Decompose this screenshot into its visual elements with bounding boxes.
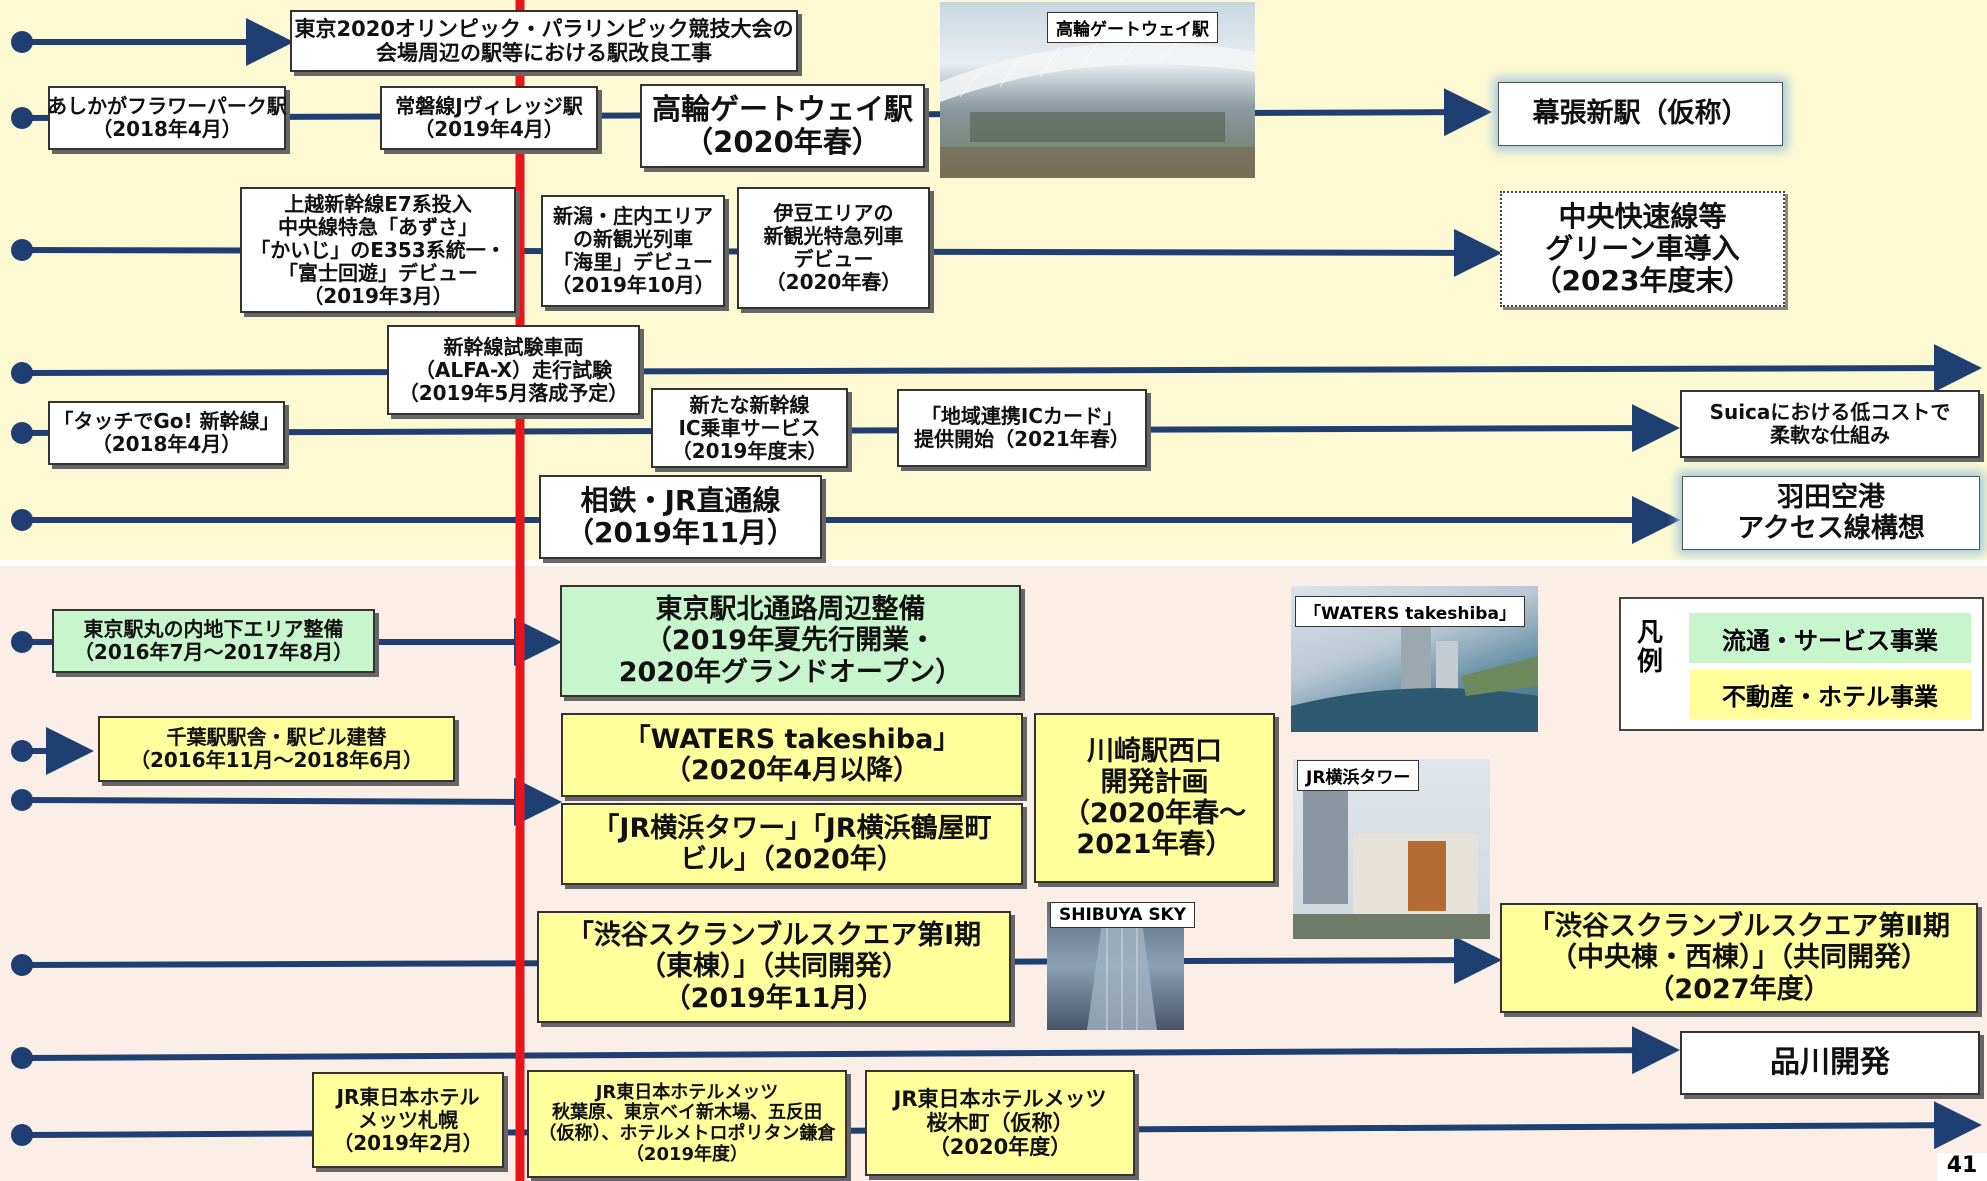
takanawa-image-caption: 高輪ゲートウェイ駅: [1047, 12, 1218, 43]
jvillage-station: 常磐線Jヴィレッジ駅（2019年4月）: [380, 86, 598, 150]
legend-title: 凡例: [1636, 618, 1663, 677]
haneda-access-line: 羽田空港アクセス線構想: [1682, 476, 1980, 550]
makuhari-new-station: 幕張新駅（仮称）: [1498, 82, 1783, 146]
suica-low-cost: Suicaにおける低コストで柔軟な仕組み: [1680, 390, 1980, 458]
jr-yokohama-tower: 「JR横浜タワー」「JR横浜鶴屋町ビル」（2020年）: [561, 803, 1023, 885]
izu-tourist-train: 伊豆エリアの新観光特急列車 デビュー（2020年春）: [737, 187, 930, 309]
waters-image-caption: 「WATERS takeshiba」: [1295, 596, 1525, 627]
mets-akihabara-kamakura: JR東日本ホテルメッツ秋葉原、東京ベイ新木場、五反田 （仮称）、ホテルメトロポリ…: [527, 1070, 847, 1178]
olympic-station-improvement: 東京2020オリンピック・パラリンピック競技大会の会場周辺の駅等における駅改良工…: [290, 10, 798, 72]
timeline-row-9: [21, 777, 562, 826]
waterfront-illustration: [1291, 626, 1538, 732]
skyscraper-illustration: [1087, 922, 1157, 1030]
niigata-kairi-train: 新潟・庄内エリアの新観光列車 「海里」デビュー（2019年10月）: [541, 195, 725, 307]
shinagawa-development: 品川開発: [1680, 1031, 1980, 1095]
tokyo-north-passage: 東京駅北通路周辺整備（2019年夏先行開業・ 2020年グランドオープン）: [560, 585, 1021, 697]
takanawa-gateway-station: 高輪ゲートウェイ駅（2020年春）: [640, 84, 925, 168]
chuo-green-car: 中央快速線等グリーン車導入 （2023年度末）: [1500, 191, 1785, 307]
shibuya-scramble-phase1: 「渋谷スクランブルスクエア第Ⅰ期（東棟）」（共同開発） （2019年11月）: [537, 911, 1011, 1023]
ashikaga-station: あしかがフラワーパーク駅（2018年4月）: [47, 86, 287, 150]
waters-takeshiba: 「WATERS takeshiba」（2020年4月以降）: [561, 713, 1023, 797]
timeline-row-4: [21, 344, 1982, 393]
station-roof-illustration: [940, 36, 1255, 178]
takanawa-station-image: [940, 2, 1255, 178]
shibuya-scramble-phase2: 「渋谷スクランブルスクエア第Ⅱ期（中央棟・西棟）」（共同開発） （2027年度）: [1500, 903, 1978, 1013]
sotetsu-jr-through-line: 相鉄・JR直通線（2019年11月）: [539, 475, 822, 559]
mets-sakuragicho: JR東日本ホテルメッツ桜木町（仮称） （2020年度）: [865, 1070, 1135, 1176]
legend-realestate: 不動産・ホテル事業: [1689, 669, 1971, 719]
yokohama-image-caption: JR横浜タワー: [1297, 760, 1420, 791]
timeline-row-11: [21, 1026, 1680, 1075]
touch-go-shinkansen: 「タッチでGo! 新幹線」（2018年4月）: [48, 401, 285, 465]
chiba-station-rebuild: 千葉駅駅舎・駅ビル建替（2016年11月～2018年6月）: [98, 716, 455, 782]
mets-sapporo: JR東日本ホテルメッツ札幌 （2019年2月）: [312, 1072, 504, 1168]
kawasaki-west-exit: 川崎駅西口開発計画 （2020年春～2021年春）: [1034, 713, 1275, 883]
shibuya-image-caption: SHIBUYA SKY: [1050, 902, 1196, 928]
legend-retail: 流通・サービス事業: [1689, 613, 1971, 663]
tower-illustration: [1293, 784, 1490, 939]
tokyo-marunouchi-underground: 東京駅丸の内地下エリア整備（2016年7月～2017年8月）: [52, 609, 375, 673]
legend: 凡例 流通・サービス事業 不動産・ホテル事業: [1619, 597, 1984, 731]
joetsu-shinkansen-e7: 上越新幹線E7系投入中央線特急「あずさ」 「かいじ」のE353系統一・「富士回遊…: [240, 187, 516, 313]
regional-ic-card: 「地域連携ICカード」提供開始（2021年春）: [897, 389, 1147, 467]
alfa-x-test: 新幹線試験車両（ALFA-X）走行試験 （2019年5月落成予定）: [387, 325, 640, 415]
band-divider: [0, 560, 1987, 566]
page-number: 41: [1937, 1153, 1987, 1181]
